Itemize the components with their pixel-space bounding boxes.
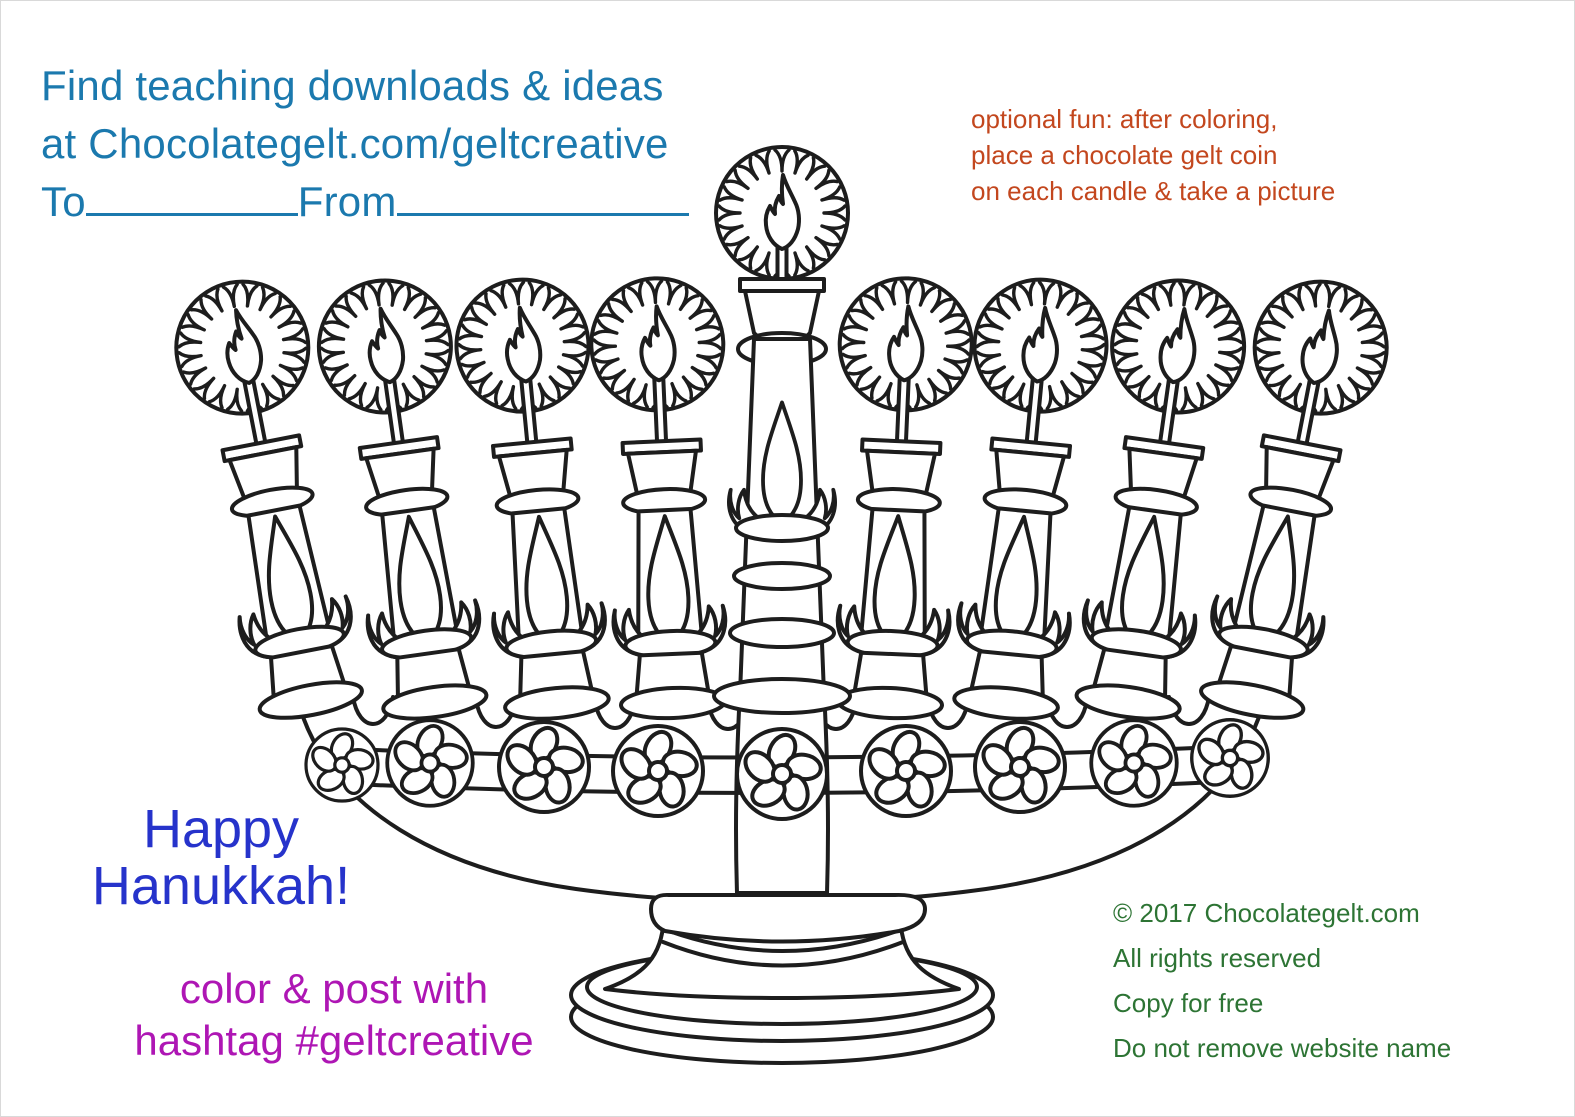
greeting-line-1: Happy — [142, 799, 300, 859]
to-from-line: To From — [41, 173, 689, 231]
optional-line-1: optional fun: after coloring, — [971, 104, 1278, 134]
from-blank-line — [396, 179, 689, 216]
hashtag-line-1: color & post with — [179, 965, 489, 1012]
optional-fun-note: optional fun: after coloring, place a ch… — [971, 101, 1335, 209]
copyright-line-4: Do not remove website name — [1113, 1033, 1452, 1063]
header-line-2: at Chocolategelt.com/geltcreative — [41, 120, 669, 167]
flower-3 — [497, 720, 591, 814]
hashtag-note: color & post with hashtag #geltcreative — [119, 963, 549, 1067]
flower-5 — [735, 727, 829, 821]
to-blank-line — [85, 179, 298, 216]
header-note: Find teaching downloads & ideas at Choco… — [41, 57, 689, 231]
copyright-note: © 2017 Chocolategelt.com All rights rese… — [1113, 891, 1451, 1071]
optional-line-3: on each candle & take a picture — [971, 176, 1336, 206]
flower-2 — [385, 718, 475, 808]
flower-4 — [611, 724, 705, 818]
flower-1 — [304, 727, 380, 803]
optional-line-2: place a chocolate gelt coin — [971, 140, 1278, 170]
header-line-1: Find teaching downloads & ideas — [41, 62, 664, 109]
greeting-line-2: Hanukkah! — [91, 856, 351, 916]
flower-8 — [1089, 718, 1179, 808]
to-label: To — [41, 178, 86, 225]
copyright-line-1: © 2017 Chocolategelt.com — [1113, 898, 1420, 928]
copyright-line-3: Copy for free — [1113, 988, 1264, 1018]
hashtag-line-2: hashtag #geltcreative — [134, 1017, 534, 1064]
from-label: From — [297, 178, 397, 225]
candle-6 — [823, 276, 974, 721]
flower-6 — [859, 724, 953, 818]
flower-7 — [973, 720, 1067, 814]
copyright-line-2: All rights reserved — [1113, 943, 1322, 973]
flower-9 — [1190, 718, 1270, 798]
pedestal-base — [569, 892, 995, 1065]
flower-chain — [304, 718, 1270, 821]
candle-4 — [588, 276, 739, 721]
greeting: Happy Hanukkah! — [76, 801, 366, 915]
